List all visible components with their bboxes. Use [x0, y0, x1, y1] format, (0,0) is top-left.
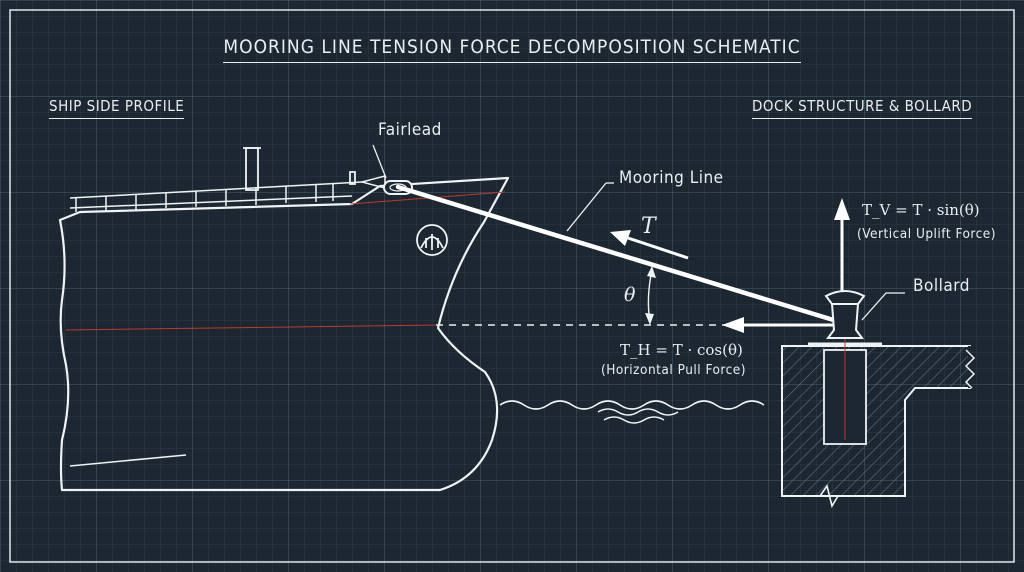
deck-railing	[69, 181, 363, 212]
mooring-line	[395, 184, 843, 325]
anchor-icon	[416, 224, 448, 256]
mooring-line-label: Mooring Line	[619, 168, 724, 188]
bollard-icon	[824, 290, 866, 339]
diagram-title: MOORING LINE TENSION FORCE DECOMPOSITION…	[0, 36, 1024, 63]
fairlead-leader	[372, 144, 387, 179]
mooring-line-leader	[566, 182, 607, 232]
tension-arrow	[610, 230, 689, 260]
vertical-force-description: (Vertical Uplift Force)	[857, 226, 996, 242]
tension-symbol: T	[641, 214, 656, 239]
hull-lower-line	[69, 454, 187, 467]
ship-hull	[58, 176, 510, 492]
bollard-label: Bollard	[913, 276, 970, 296]
section-label-dock: DOCK STRUCTURE & BOLLARD	[752, 97, 973, 119]
horizontal-force-description: (Horizontal Pull Force)	[601, 362, 747, 378]
vertical-force-formula: T_V = T · sin(θ)	[862, 201, 980, 219]
waterline-reference	[65, 324, 441, 331]
angle-symbol: θ	[624, 284, 636, 306]
mast	[243, 147, 356, 191]
bollard-leader	[861, 292, 905, 321]
horizontal-force-formula: T_H = T · cos(θ)	[620, 341, 743, 359]
section-label-ship: SHIP SIDE PROFILE	[49, 97, 185, 119]
dock-structure	[781, 342, 976, 509]
horizontal-force-arrow	[722, 317, 840, 333]
frame-border	[9, 9, 1015, 563]
fairlead-label: Fairlead	[378, 120, 442, 140]
water-surface	[499, 400, 765, 424]
